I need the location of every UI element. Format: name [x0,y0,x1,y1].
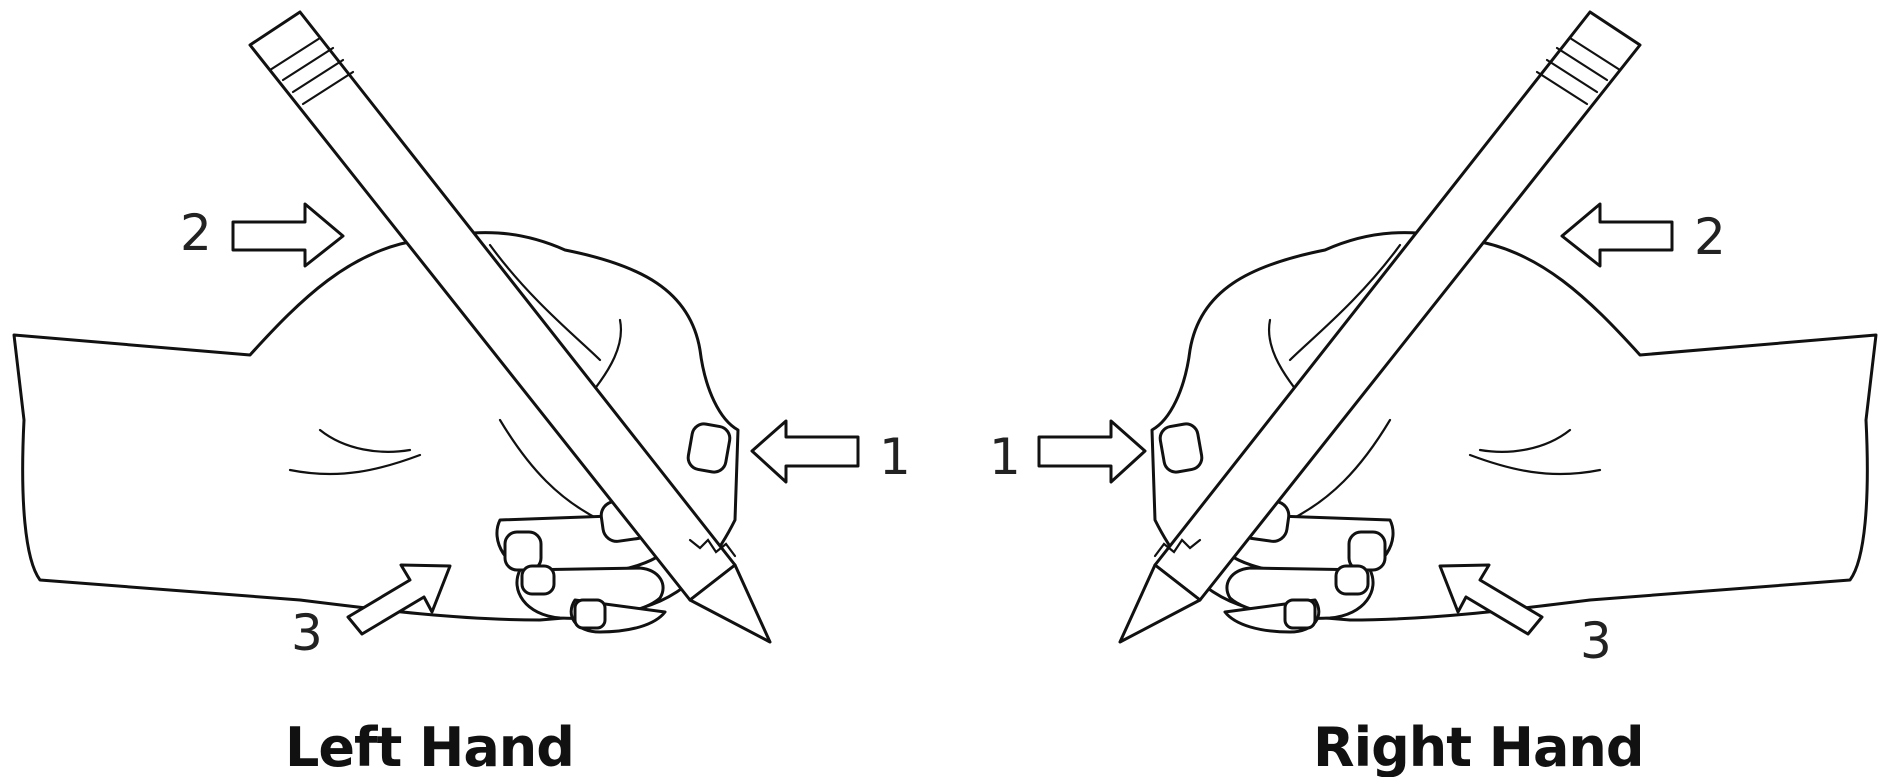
right-hand-illustration [1118,10,1878,644]
right-marker-1: 1 [989,428,1021,486]
left-arrow-3-icon [346,563,452,636]
left-hand-caption: Left Hand [285,716,574,777]
left-marker-3: 3 [291,604,323,662]
left-marker-1: 1 [879,428,911,486]
right-arrow-2-icon [1560,202,1674,268]
left-hand-illustration [12,231,740,634]
left-arrow-1-icon [750,419,860,484]
left-pencil [248,10,772,644]
right-marker-2: 2 [1694,208,1726,266]
right-arrow-3-icon [1438,563,1544,636]
left-marker-2: 2 [180,204,212,262]
left-arrow-2-icon [231,202,345,268]
right-hand-caption: Right Hand [1313,716,1644,777]
right-marker-3: 3 [1580,612,1612,670]
right-arrow-1-icon [1037,419,1147,484]
